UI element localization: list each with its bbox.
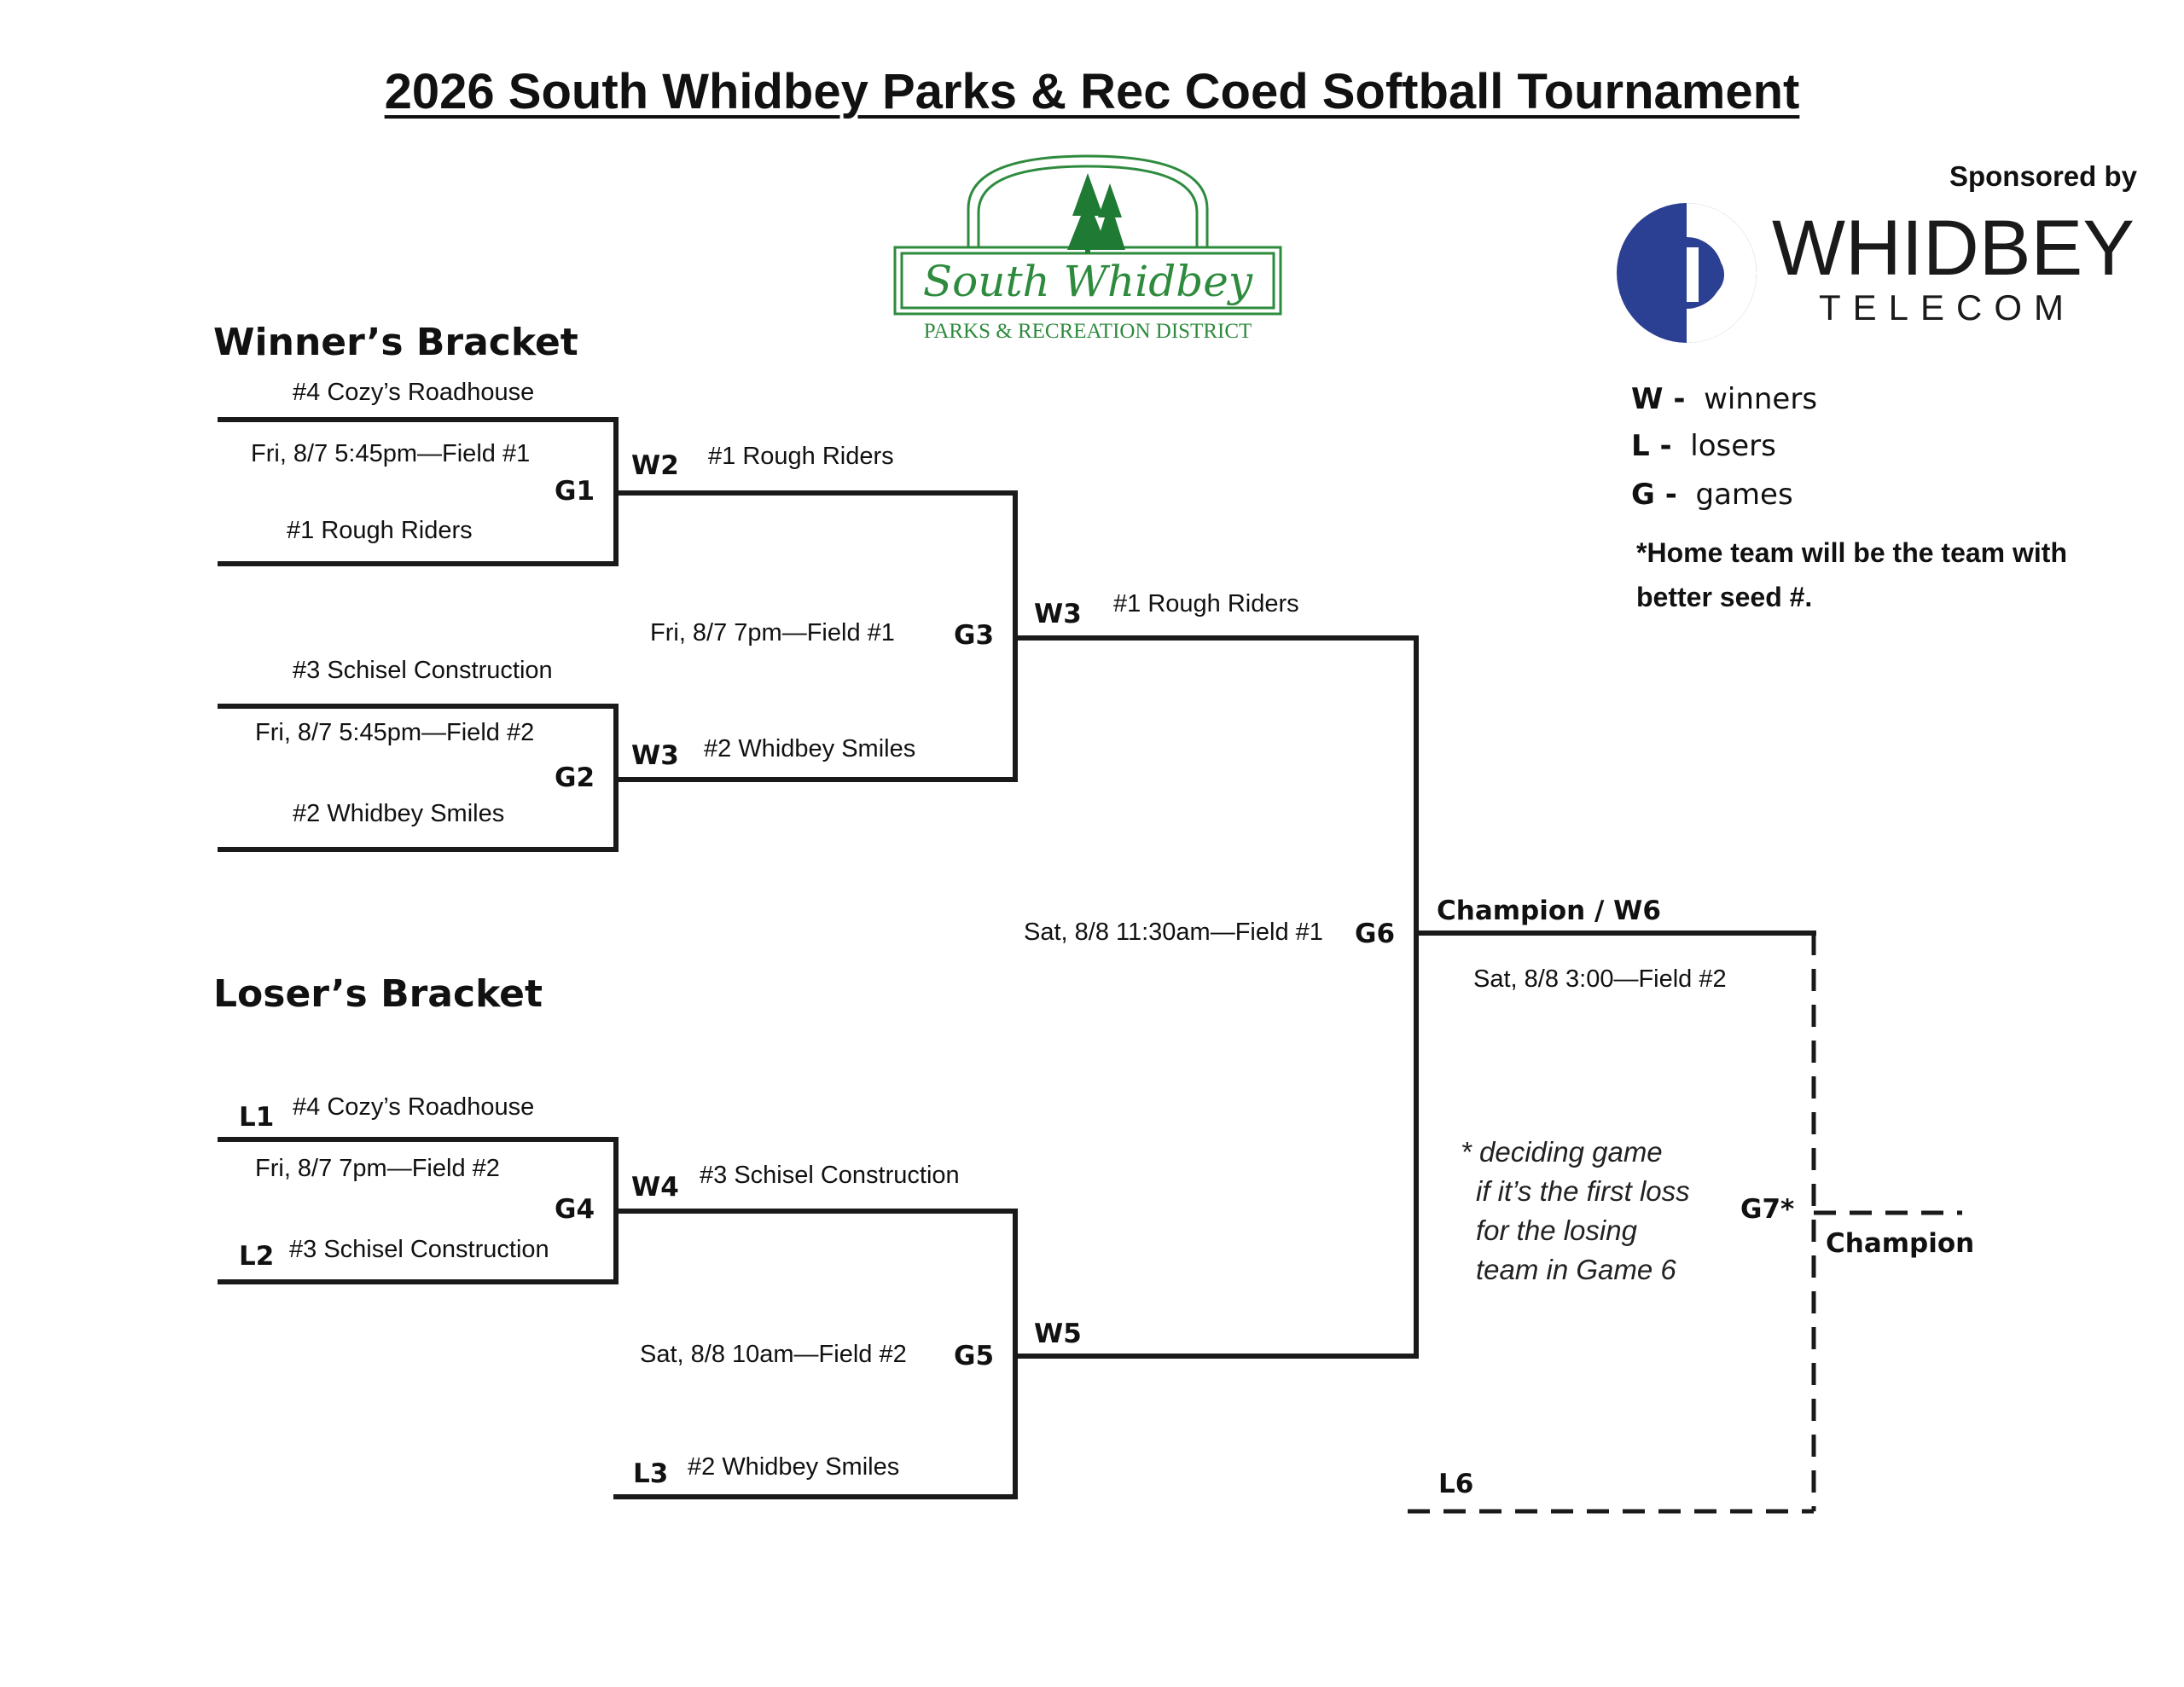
sponsor-name: WHIDBEY [1772, 205, 2135, 292]
w2-team: #1 Rough Riders [708, 443, 894, 470]
g3-code: G3 [954, 620, 995, 651]
g2-top-team: #3 Schisel Construction [293, 657, 553, 684]
g7-code: G7* [1740, 1194, 1795, 1225]
l1-code: L1 [239, 1102, 275, 1133]
g2-schedule: Fri, 8/7 5:45pm—Field #2 [255, 719, 535, 746]
g6-bracket-line [1013, 635, 1419, 1359]
legend-g-text: games [1695, 478, 1793, 512]
parks-logo-subtitle: PARKS & RECREATION DISTRICT [924, 320, 1252, 343]
w3a-code: W3 [631, 740, 679, 771]
g1-top-team: #4 Cozy’s Roadhouse [293, 379, 535, 406]
l3-code: L3 [633, 1458, 669, 1489]
g2-code: G2 [555, 762, 595, 793]
w3b-code: W3 [1034, 599, 1082, 629]
g2-bottom-team: #2 Whidbey Smiles [293, 800, 505, 827]
tree-icon [1067, 173, 1125, 253]
legend-l-key: L - [1631, 429, 1672, 463]
page-title: 2026 South Whidbey Parks & Rec Coed Soft… [384, 64, 1800, 119]
legend-l: L - losers [1631, 429, 1776, 463]
g4-schedule: Fri, 8/7 7pm—Field #2 [255, 1155, 500, 1182]
home-team-note-1: *Home team will be the team with [1636, 537, 2067, 568]
g7-schedule: Sat, 8/8 3:00—Field #2 [1473, 965, 1727, 993]
w4-code: W4 [631, 1172, 679, 1203]
g4-code: G4 [555, 1194, 595, 1225]
parks-district-logo: South Whidbey PARKS & RECREATION DISTRIC… [892, 149, 1284, 345]
deciding-note-1: * deciding game [1461, 1136, 1663, 1168]
champion-w6-label: Champion / W6 [1437, 896, 1661, 926]
parks-logo-name: South Whidbey [923, 257, 1253, 306]
g3-schedule: Fri, 8/7 7pm—Field #1 [650, 619, 895, 646]
deciding-note-2: if it’s the first loss [1476, 1175, 1690, 1207]
losers-bracket-heading: Loser’s Bracket [213, 972, 543, 1016]
legend-w-key: W - [1631, 382, 1686, 416]
sponsored-by-label: Sponsored by [1949, 160, 2137, 192]
g1-code: G1 [555, 476, 595, 507]
l2-code: L2 [239, 1241, 275, 1272]
g5-schedule: Sat, 8/8 10am—Field #2 [640, 1341, 907, 1368]
legend-w-text: winners [1704, 382, 1818, 416]
legend-g: G - games [1631, 478, 1793, 512]
legend-w: W - winners [1631, 382, 1817, 416]
w4-team: #3 Schisel Construction [700, 1162, 960, 1189]
w3b-team: #1 Rough Riders [1113, 590, 1299, 617]
g1-schedule: Fri, 8/7 5:45pm—Field #1 [251, 440, 531, 467]
g6-schedule: Sat, 8/8 11:30am—Field #1 [1024, 919, 1323, 946]
w5-code: W5 [1034, 1319, 1082, 1349]
w3a-team: #2 Whidbey Smiles [704, 735, 916, 762]
l6-code: L6 [1438, 1469, 1474, 1499]
winners-bracket-heading: Winner’s Bracket [213, 321, 578, 364]
w2-code: W2 [631, 450, 679, 481]
sponsor-subtitle: TELECOM [1819, 287, 2076, 328]
g1-bottom-team: #1 Rough Riders [287, 517, 473, 544]
g6-code: G6 [1355, 919, 1396, 949]
legend-g-key: G - [1631, 478, 1677, 512]
deciding-note-4: team in Game 6 [1476, 1254, 1676, 1285]
l2-team: #3 Schisel Construction [289, 1236, 549, 1263]
l3-team: #2 Whidbey Smiles [688, 1453, 900, 1481]
whidbey-telecom-logo: WHIDBEY TELECOM [1617, 196, 2146, 350]
home-team-note-2: better seed #. [1636, 582, 1813, 612]
telecom-circle-icon [1617, 203, 1757, 343]
g5-code: G5 [954, 1341, 995, 1371]
l1-team: #4 Cozy’s Roadhouse [293, 1093, 535, 1121]
deciding-note-3: for the losing [1476, 1215, 1637, 1246]
legend-l-text: losers [1690, 429, 1776, 463]
champion-label: Champion [1826, 1228, 1975, 1259]
